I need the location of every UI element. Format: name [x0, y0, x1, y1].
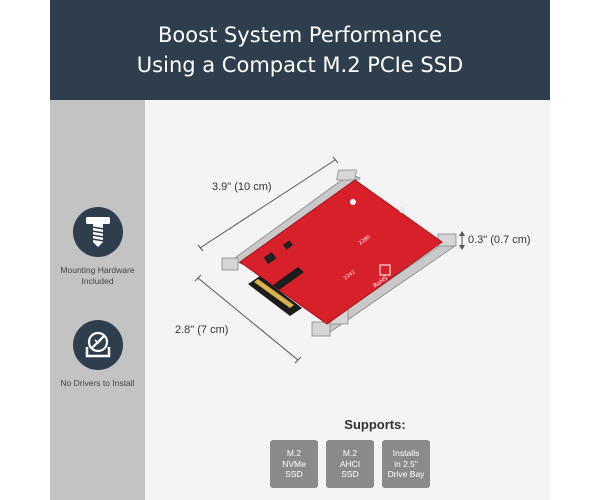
screw-icon — [72, 207, 123, 257]
support-badge-nvme: M.2 NVMe SSD — [270, 440, 318, 488]
badge-line-3: SSD — [341, 469, 359, 480]
feature-caption-line-2: Included — [81, 276, 114, 286]
feature-sidebar: Mounting Hardware Included No Drivers to… — [50, 100, 145, 500]
badge-line-1: M.2 — [342, 448, 358, 459]
m2-adapter-board-image: RoHS 2242 2280 — [194, 156, 465, 364]
badge-line-2: NVMe — [282, 458, 306, 469]
support-badge-drive-bay: Installs in 2.5" Drive Bay — [382, 440, 430, 488]
badge-line-2: AHCI — [339, 458, 361, 469]
badge-line-1: Installs — [392, 448, 420, 459]
badge-line-1: M.2 — [286, 448, 302, 459]
no-driver-icon — [72, 320, 123, 370]
feature-caption: Mounting Hardware Included — [50, 265, 145, 287]
feature-caption-line-1: Mounting Hardware — [60, 265, 135, 275]
feature-caption: No Drivers to Install — [50, 378, 145, 389]
badge-line-2: in 2.5" — [394, 458, 418, 469]
badge-line-3: SSD — [285, 469, 303, 480]
header-title-line-2: Using a Compact M.2 PCIe SSD — [136, 53, 464, 77]
feature-no-drivers: No Drivers to Install — [50, 320, 145, 389]
header-title-line-1: Boost System Performance — [157, 23, 442, 47]
feature-mounting-hardware: Mounting Hardware Included — [50, 207, 145, 287]
feature-caption-line-1: No Drivers to Install — [60, 378, 135, 388]
supports-title: Supports: — [344, 417, 406, 432]
supports-badge-list: M.2 NVMe SSD M.2 AHCI SSD Installs in 2.… — [270, 440, 430, 488]
dimension-width-label: 2.8" (7 cm) — [175, 324, 229, 336]
dimension-height-label: 0.3" (0.7 cm) — [468, 234, 531, 246]
badge-line-3: Drive Bay — [387, 469, 425, 480]
header-banner: Boost System Performance Using a Compact… — [50, 0, 550, 100]
support-badge-ahci: M.2 AHCI SSD — [326, 440, 374, 488]
dimension-length-label: 3.9" (10 cm) — [212, 181, 272, 193]
